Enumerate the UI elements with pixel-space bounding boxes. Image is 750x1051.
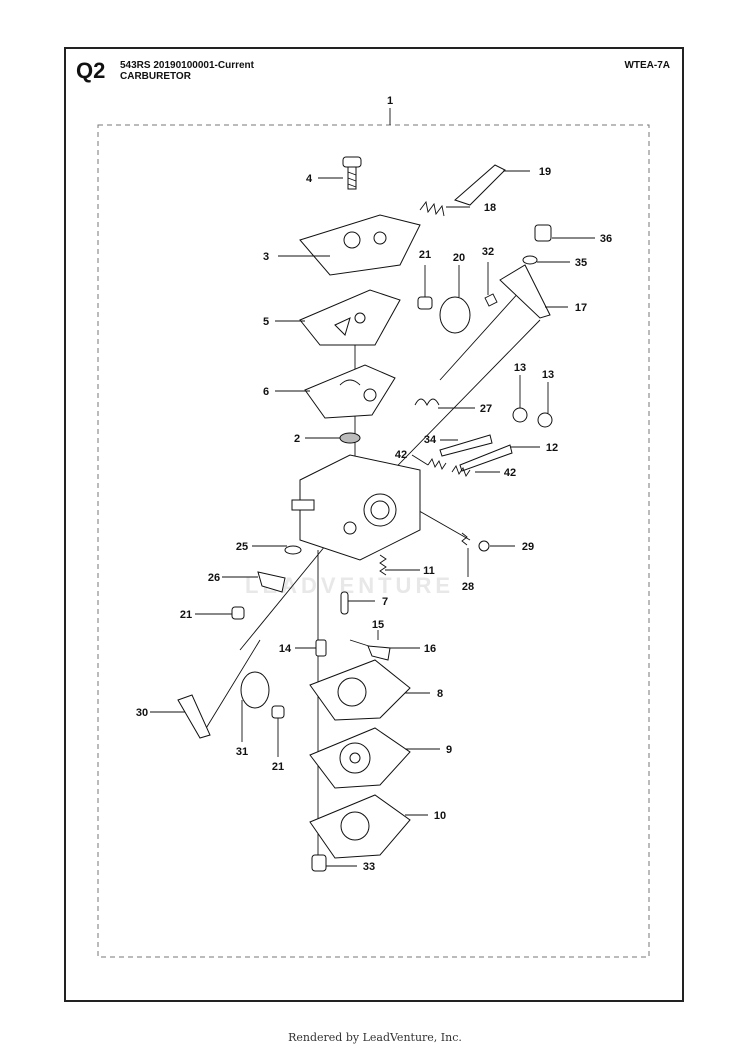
callout-11: 11 — [423, 565, 435, 577]
callout-16: 16 — [424, 643, 436, 655]
callout-5: 5 — [263, 316, 269, 328]
screw-part-21-top — [417, 296, 433, 310]
diaphragm-part-9 — [309, 727, 411, 789]
spring-part-42-right — [451, 465, 471, 477]
callout-4: 4 — [306, 173, 313, 185]
gasket-part-5 — [299, 289, 401, 346]
choke-plate-part-31 — [240, 671, 270, 709]
callout-21-left: 21 — [180, 609, 192, 621]
callout-21: 21 — [419, 249, 431, 261]
callout-8: 8 — [437, 688, 443, 700]
model-info: 543RS 20190100001-Current CARBURETOR — [120, 60, 254, 82]
callout-27: 27 — [480, 403, 492, 415]
callout-28: 28 — [462, 581, 474, 593]
needle-part-19 — [454, 164, 506, 206]
model-line: 543RS 20190100001-Current — [120, 60, 254, 71]
callout-9: 9 — [446, 744, 452, 756]
washer-part-35 — [522, 255, 538, 265]
callout-1: 1 — [387, 95, 393, 107]
spring-part-11 — [379, 554, 387, 576]
callout-13-a: 13 — [514, 362, 526, 374]
callout-12: 12 — [546, 442, 558, 454]
callout-20: 20 — [453, 252, 465, 264]
callout-35: 35 — [575, 257, 587, 269]
spring-part-42-left — [427, 458, 447, 470]
callout-26: 26 — [208, 572, 220, 584]
diagram-frame — [64, 47, 684, 1002]
section-title: CARBURETOR — [120, 71, 191, 82]
diaphragm-part-6 — [304, 364, 396, 419]
carburetor-body — [291, 454, 421, 561]
ball-part-29 — [478, 540, 490, 552]
axis-line — [239, 539, 331, 651]
callout-labels: 1 4 19 18 3 36 21 20 32 35 17 5 6 13 13 … — [136, 95, 612, 873]
screw-part-36 — [534, 224, 552, 242]
shaft-part-30 — [177, 639, 261, 739]
reference-code: WTEA-7A — [624, 60, 670, 71]
valve-plate-part-20 — [439, 296, 471, 334]
cap-part-13-right — [537, 412, 553, 428]
callout-42-b: 42 — [504, 467, 516, 479]
section-code: Q2 — [76, 58, 106, 83]
callout-32: 32 — [482, 246, 494, 258]
callout-14: 14 — [279, 643, 292, 655]
callout-25: 25 — [236, 541, 248, 553]
shaft-part-17 — [439, 264, 551, 381]
callout-13-b: 13 — [542, 369, 554, 381]
callout-42-a: 42 — [395, 449, 407, 461]
screw-part-21-bottom — [271, 705, 285, 719]
callout-29: 29 — [522, 541, 534, 553]
callout-21-bottom: 21 — [272, 761, 284, 773]
gasket-part-8 — [309, 659, 411, 721]
spring-part-27 — [414, 398, 440, 407]
arm-part-16 — [367, 645, 391, 661]
pin-part-7 — [340, 591, 349, 615]
callout-33: 33 — [363, 861, 375, 873]
cover-part-3 — [299, 214, 421, 276]
callout-31: 31 — [236, 746, 248, 758]
footer-credit: Rendered by LeadVenture, Inc. — [288, 1031, 462, 1044]
screw-part-33 — [311, 854, 327, 872]
callout-36: 36 — [600, 233, 612, 245]
lever-part-26 — [257, 571, 286, 593]
callout-18: 18 — [484, 202, 496, 214]
callout-10: 10 — [434, 810, 446, 822]
leader-lines — [150, 170, 595, 867]
screw-part-4 — [342, 156, 362, 190]
callout-34: 34 — [424, 434, 437, 446]
callout-15: 15 — [372, 619, 384, 631]
clip-part-25 — [284, 545, 302, 555]
clip-part-32 — [484, 293, 498, 307]
spring-part-28 — [461, 532, 468, 546]
callout-3: 3 — [263, 251, 269, 263]
needle-part-34 — [439, 434, 493, 457]
callout-19: 19 — [539, 166, 551, 178]
callout-30: 30 — [136, 707, 148, 719]
screw-part-21-left — [231, 606, 245, 620]
callout-7: 7 — [382, 596, 388, 608]
callout-17: 17 — [575, 302, 587, 314]
cap-part-13-left — [512, 407, 528, 423]
callout-6: 6 — [263, 386, 269, 398]
assembly-boundary — [97, 124, 650, 958]
callout-2: 2 — [294, 433, 300, 445]
screw-part-14 — [315, 639, 327, 657]
spring-part-18 — [419, 200, 445, 217]
plug-part-2 — [339, 432, 361, 444]
gasket-part-10 — [309, 794, 411, 859]
needle-part-12 — [459, 444, 513, 472]
